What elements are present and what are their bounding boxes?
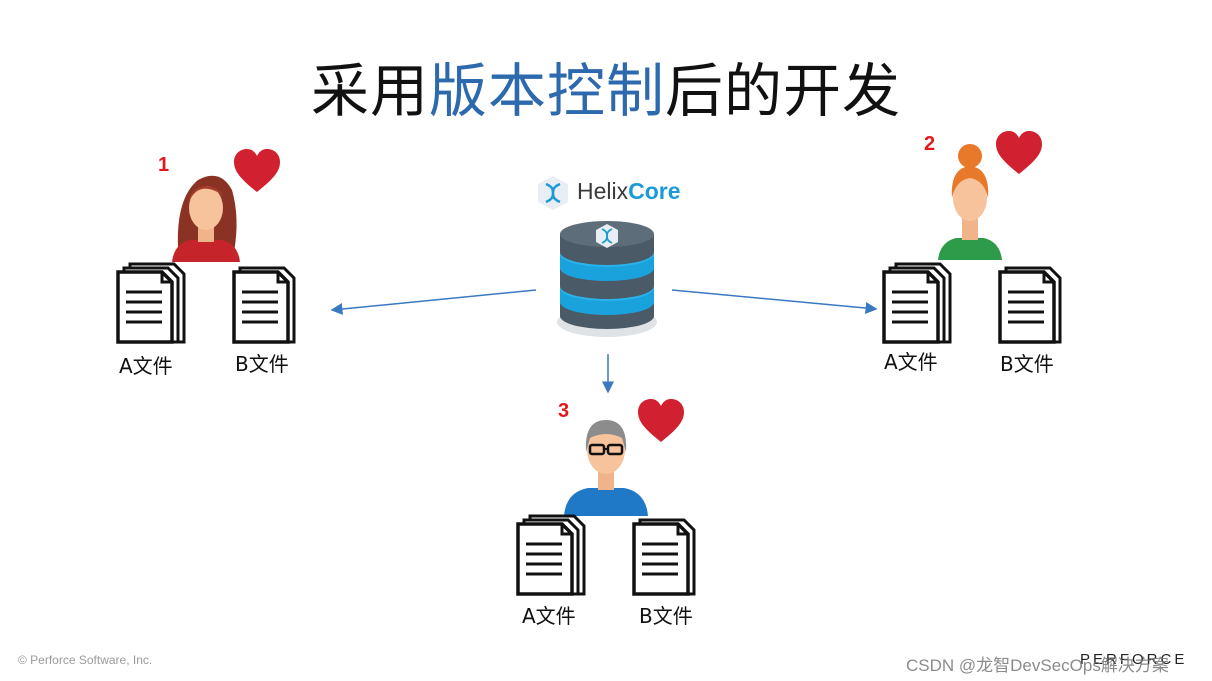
file-a-stack-icon: [882, 262, 952, 344]
page-title: 采用版本控制后的开发: [0, 44, 1212, 128]
heart-icon: [996, 131, 1042, 174]
arrow-to-developer-2: [671, 289, 878, 315]
database-icon: [557, 221, 657, 337]
file-b-icon: [998, 266, 1062, 344]
heart-icon: [638, 399, 684, 442]
file-a-label: A文件: [119, 354, 173, 378]
perforce-brand: PERFORCE: [1080, 651, 1188, 668]
file-b-icon: [632, 518, 696, 596]
male-avatar-icon: [564, 420, 648, 516]
arrow-to-developer-1: [330, 289, 537, 315]
copyright-text: © Perforce Software, Inc.: [18, 653, 153, 667]
title-part-1: 采用: [310, 57, 429, 125]
file-b-icon: [232, 266, 296, 344]
file-a-label: A文件: [884, 350, 938, 374]
female-avatar-icon: [172, 175, 240, 262]
title-part-3: 后的开发: [665, 57, 902, 125]
file-b-label: B文件: [639, 604, 693, 628]
title-highlight: 版本控制: [428, 57, 665, 125]
helix-label-prefix: Helix: [577, 178, 629, 204]
developer-number: 1: [158, 154, 170, 176]
file-a-stack-icon: [516, 514, 586, 596]
heart-icon: [234, 149, 280, 192]
helix-core-label: HelixCore: [577, 178, 681, 205]
developer-number: 2: [924, 133, 936, 155]
helix-logo-icon: [538, 176, 568, 210]
csdn-watermark: CSDN @龙智DevSecOps解决方案: [906, 656, 1169, 675]
file-a-label: A文件: [522, 604, 576, 628]
file-b-label: B文件: [1000, 352, 1054, 376]
female-avatar-icon: [938, 144, 1002, 260]
helix-label-suffix: Core: [628, 178, 681, 204]
file-a-stack-icon: [116, 262, 186, 344]
file-b-label: B文件: [235, 352, 289, 376]
developer-number: 3: [558, 400, 570, 422]
